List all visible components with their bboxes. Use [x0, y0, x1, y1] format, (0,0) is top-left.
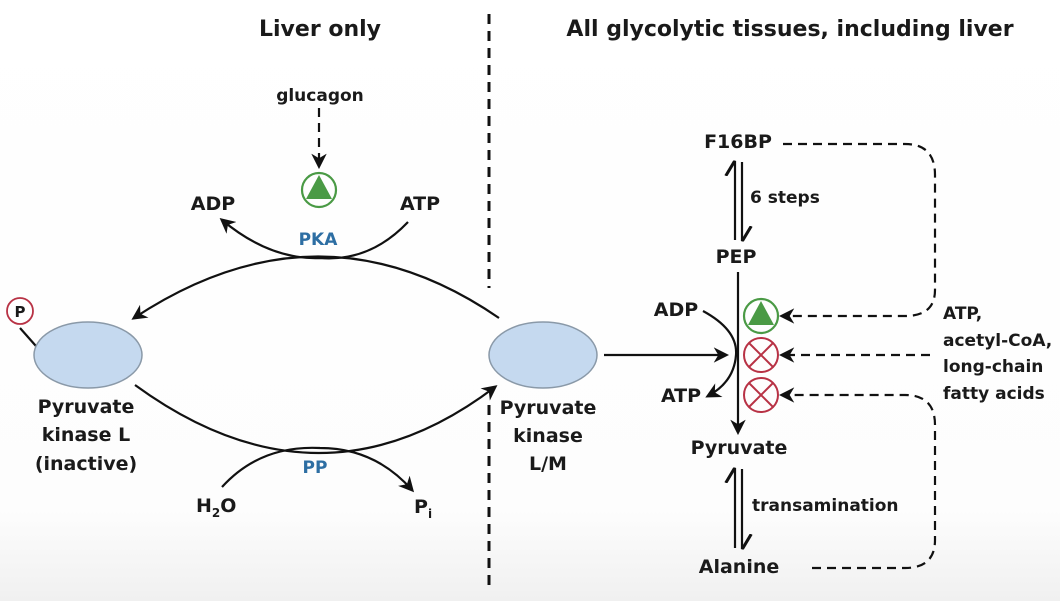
f16bp-label: F16BP: [704, 131, 772, 153]
phospho-group-icon: P: [6, 297, 34, 325]
atp-label-right: ATP: [661, 385, 701, 407]
adp-label-left: ADP: [191, 193, 235, 215]
alanine-label: Alanine: [699, 556, 780, 578]
pka-activator-icon: [300, 171, 338, 209]
pp-h2o-pi-arrow: [221, 446, 415, 493]
pi-label: Pi: [414, 496, 432, 521]
active-enzyme-label-line2: kinase: [513, 425, 583, 447]
pka-atp-adp-arrow: [219, 218, 409, 260]
atp-acetylcoa-inhibitor-icon: [743, 337, 779, 373]
inhibitor-label-line1: ATP,: [943, 304, 982, 324]
active-enzyme-label-line3: L/M: [529, 453, 567, 475]
inactive-enzyme-label-line1: Pyruvate: [38, 396, 135, 418]
atp-label-left: ATP: [400, 193, 440, 215]
alanine-inhibitor-icon: [743, 377, 779, 413]
pp-label: PP: [303, 458, 328, 478]
header-liver-only: Liver only: [259, 17, 381, 42]
inactive-enzyme-label-line3: (inactive): [35, 453, 137, 475]
adp-label-right: ADP: [654, 299, 698, 321]
pyruvate-kinase-l-inactive-enzyme: [33, 321, 143, 389]
inhibitor-label-line2: acetyl-CoA,: [943, 331, 1052, 351]
inhibitor-label-line4: fatty acids: [943, 384, 1045, 404]
inhibitor-label-line3: long-chain: [943, 357, 1043, 377]
svg-text:P: P: [15, 303, 26, 321]
header-all-glycolytic-tissues: All glycolytic tissues, including liver: [566, 17, 1013, 42]
pka-label: PKA: [299, 230, 339, 250]
transamination-label: transamination: [752, 496, 899, 516]
active-enzyme-label-line1: Pyruvate: [500, 397, 597, 419]
h2o-label: H2O: [196, 495, 236, 520]
dephosphorylation-arc-arrow: [134, 384, 498, 454]
pyruvate-label: Pyruvate: [691, 437, 788, 459]
inactive-enzyme-label-line2: kinase L: [42, 424, 130, 446]
glucagon-label: glucagon: [276, 86, 364, 106]
phosphorylation-arc-arrow: [131, 255, 500, 320]
adp-to-atp-arrow: [702, 310, 738, 398]
f16bp-feedforward-dashed-arrow: [778, 142, 937, 324]
f16bp-activator-icon: [742, 297, 780, 335]
alanine-feedback-dashed-arrow: [778, 387, 937, 570]
pep-label: PEP: [716, 246, 757, 268]
pyruvate-kinase-lm-active-enzyme: [488, 321, 598, 389]
six-steps-label: 6 steps: [750, 188, 820, 208]
